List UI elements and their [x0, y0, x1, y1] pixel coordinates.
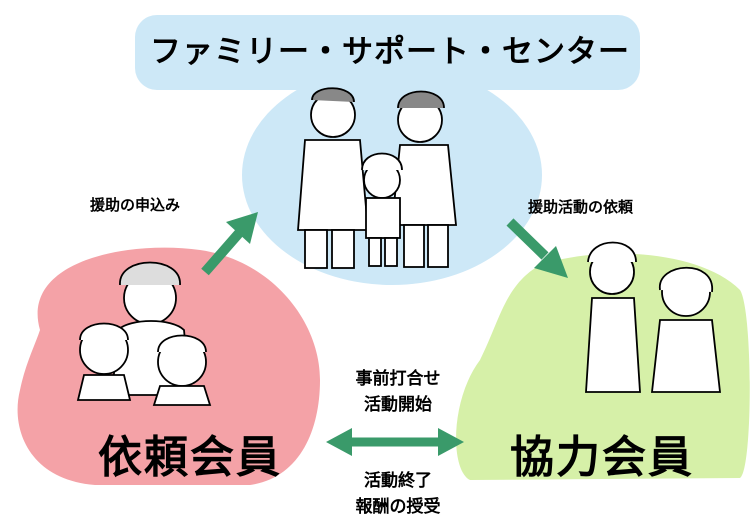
support-center-title: ファミリー・サポート・センター: [150, 34, 630, 70]
payment-exchange-text: 報酬の授受: [355, 497, 441, 517]
helper-member-label: 協力会員: [510, 432, 694, 483]
post-activity-label: 活動終了 報酬の授受: [333, 468, 463, 520]
helper-people-illustration: [585, 241, 722, 393]
activity-start-text: 活動開始: [364, 395, 432, 415]
request-arrow: [201, 212, 258, 276]
pre-activity-label: 事前打合せ 活動開始: [333, 366, 463, 418]
pre-meeting-text: 事前打合せ: [355, 369, 441, 389]
client-member-label: 依頼会員: [98, 432, 282, 483]
request-label: 援助の申込み: [90, 196, 181, 214]
client-family-illustration: [76, 261, 212, 406]
center-staff-illustration: [297, 87, 457, 269]
exchange-arrow: [326, 428, 464, 456]
dispatch-arrow: [506, 218, 568, 278]
activity-end-text: 活動終了: [364, 471, 432, 491]
dispatch-label: 援助活動の依頼: [528, 198, 634, 216]
